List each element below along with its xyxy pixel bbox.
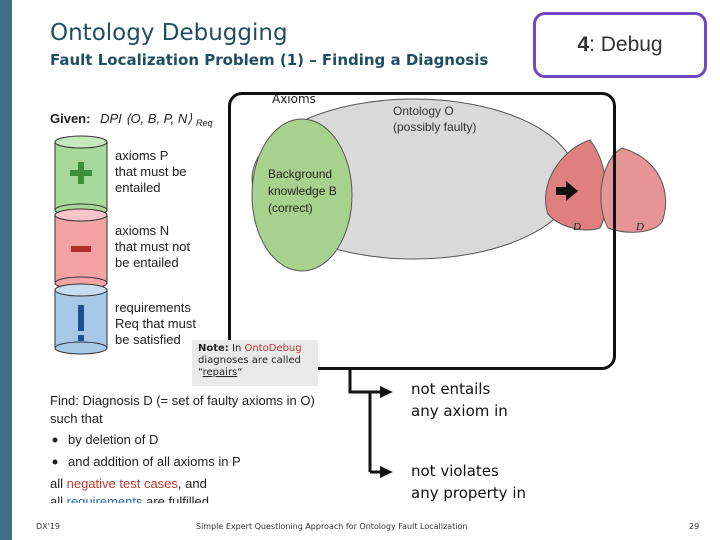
- bullet-dot-2: [52, 459, 58, 465]
- background-knowledge-ellipse: [251, 118, 353, 272]
- left-accent-bar: [0, 0, 12, 540]
- cylinder-requirements-icon: [54, 283, 108, 355]
- find-line-a-suffix: , and: [178, 476, 207, 491]
- bk-label-3: (correct): [268, 201, 313, 215]
- note-box: Note: In OntoDebug diagnoses are called“…: [192, 340, 318, 386]
- diagnosis-shape-outer: [600, 147, 667, 233]
- axioms-box: [228, 92, 616, 370]
- connector-line: [348, 370, 383, 394]
- right-arrow-icon: [556, 181, 578, 201]
- find-line-1: Find: Diagnosis D (= set of faulty axiom…: [50, 393, 315, 408]
- given-dpi-sub: Req: [196, 118, 213, 128]
- p-line-3: entailed: [115, 180, 161, 195]
- n-line-2: that must not: [115, 239, 191, 254]
- axioms-label: Axioms: [272, 92, 316, 106]
- note-text-2: diagnoses are called: [198, 355, 301, 366]
- result-1-line-1: not entails: [411, 380, 491, 398]
- slide-title: Ontology Debugging: [50, 20, 288, 46]
- n-line-1: axioms N: [115, 223, 169, 238]
- result-2: not violates any property in: [411, 460, 526, 504]
- bk-label-1: Background: [268, 167, 332, 181]
- find-bullet-2: and addition of all axioms in P: [68, 454, 241, 469]
- given-label: Given:: [50, 111, 90, 126]
- tag-text: : Debug: [589, 33, 663, 56]
- cylinder-positive-icon: [54, 135, 108, 217]
- note-text-1: In: [228, 343, 245, 354]
- slide-subtitle: Fault Localization Problem (1) – Finding…: [50, 51, 489, 69]
- r-line-3: be satisfied: [115, 332, 181, 347]
- given-line: Given: DPI ⟨O, B, P, N⟩ Req: [50, 111, 213, 128]
- note-quote-close: “: [237, 367, 243, 378]
- section-tag: 4: Debug: [533, 12, 707, 78]
- footer-left: DX'19: [36, 522, 61, 531]
- note-highlight: OntoDebug: [244, 343, 302, 354]
- r-line-1: requirements: [115, 300, 191, 315]
- bullet-dot-1: [52, 437, 58, 443]
- footer-page-number: 29: [689, 522, 700, 531]
- result-1-line-2: any axiom in: [411, 402, 508, 420]
- find-bullet-1: by deletion of D: [68, 432, 158, 447]
- result-1: not entails any axiom in: [411, 378, 508, 422]
- note-label: Note:: [198, 343, 229, 354]
- ontology-label-1: Ontology O: [393, 104, 454, 118]
- find-line-2: such that: [50, 411, 103, 426]
- bk-label-2: knowledge B: [268, 184, 337, 198]
- p-line-2: that must be: [115, 164, 187, 179]
- note-repairs: repairs: [202, 367, 238, 378]
- diagnosis-label-inner: D: [572, 221, 581, 233]
- diagnosis-label-outer: D: [635, 221, 644, 233]
- p-line-1: axioms P: [115, 148, 168, 163]
- result-2-line-1: not violates: [411, 462, 499, 480]
- cylinder-negative-icon: [54, 208, 108, 290]
- result-2-line-2: any property in: [411, 484, 526, 502]
- arrow-head-1-icon: [380, 386, 393, 398]
- note-quote-open: “: [198, 367, 203, 378]
- find-line-a: all negative test cases, and: [50, 476, 207, 491]
- text-clip-mask: [40, 503, 280, 517]
- r-line-2: Req that must: [115, 316, 196, 331]
- find-line-a-prefix: all: [50, 476, 67, 491]
- ontology-label-2: (possibly faulty): [393, 120, 476, 134]
- arrow-head-2-icon: [380, 466, 393, 478]
- given-dpi: DPI ⟨O, B, P, N⟩: [100, 111, 192, 126]
- footer-center: Simple Expert Questioning Approach for O…: [196, 522, 468, 531]
- tag-number: 4: [577, 33, 590, 56]
- find-line-a-highlight: negative test cases: [67, 476, 179, 491]
- n-line-3: be entailed: [115, 255, 179, 270]
